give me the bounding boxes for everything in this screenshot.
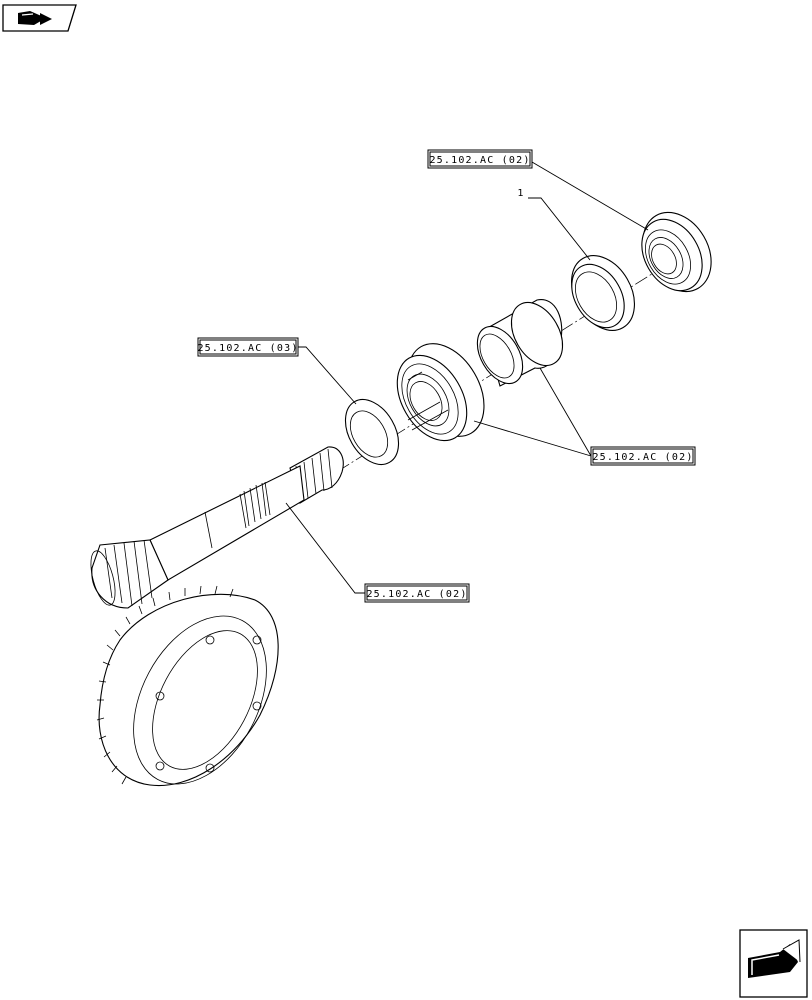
leader-mid-left	[298, 346, 357, 405]
ref-label: 25.102.AC (03)	[197, 343, 298, 354]
ref-callout-mid-left[interactable]: 25.102.AC (03)	[197, 337, 299, 357]
ref-callout-mid-right[interactable]: 25.102.AC (02)	[590, 446, 696, 466]
leader-top	[531, 161, 649, 231]
leader-bottom	[285, 502, 365, 594]
arrow-back-icon	[18, 11, 52, 25]
back-nav-button[interactable]	[2, 4, 77, 32]
ref-label: 25.102.AC (02)	[429, 155, 530, 166]
pinion-shaft[interactable]	[86, 446, 344, 609]
ring-gear[interactable]	[96, 585, 293, 807]
ref-callout-top[interactable]: 25.102.AC (02)	[427, 149, 533, 169]
bearing-outer[interactable]	[629, 200, 725, 304]
leader-item-1	[528, 197, 591, 261]
spacer-ring[interactable]	[559, 244, 647, 341]
shim-washer[interactable]	[335, 390, 410, 474]
bearing-sleeve[interactable]	[468, 294, 573, 392]
item-number-label: 1	[517, 188, 524, 199]
ref-label: 25.102.AC (02)	[366, 589, 467, 600]
leader-mid-right-a	[473, 420, 592, 457]
leader-mid-right-b	[539, 367, 592, 457]
next-nav-button[interactable]	[739, 929, 808, 998]
tapered-roller-bearing[interactable]	[383, 330, 500, 453]
ref-callout-bottom[interactable]: 25.102.AC (02)	[364, 583, 470, 603]
arrow-next-icon	[748, 939, 801, 978]
ref-label: 25.102.AC (02)	[592, 452, 693, 463]
